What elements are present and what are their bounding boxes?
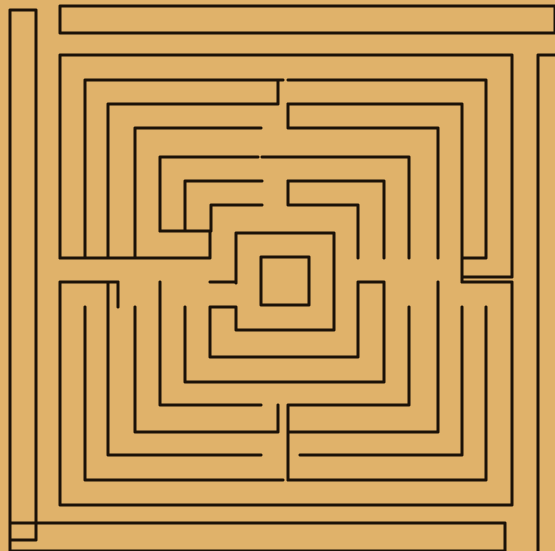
labyrinth-figure (0, 0, 555, 551)
